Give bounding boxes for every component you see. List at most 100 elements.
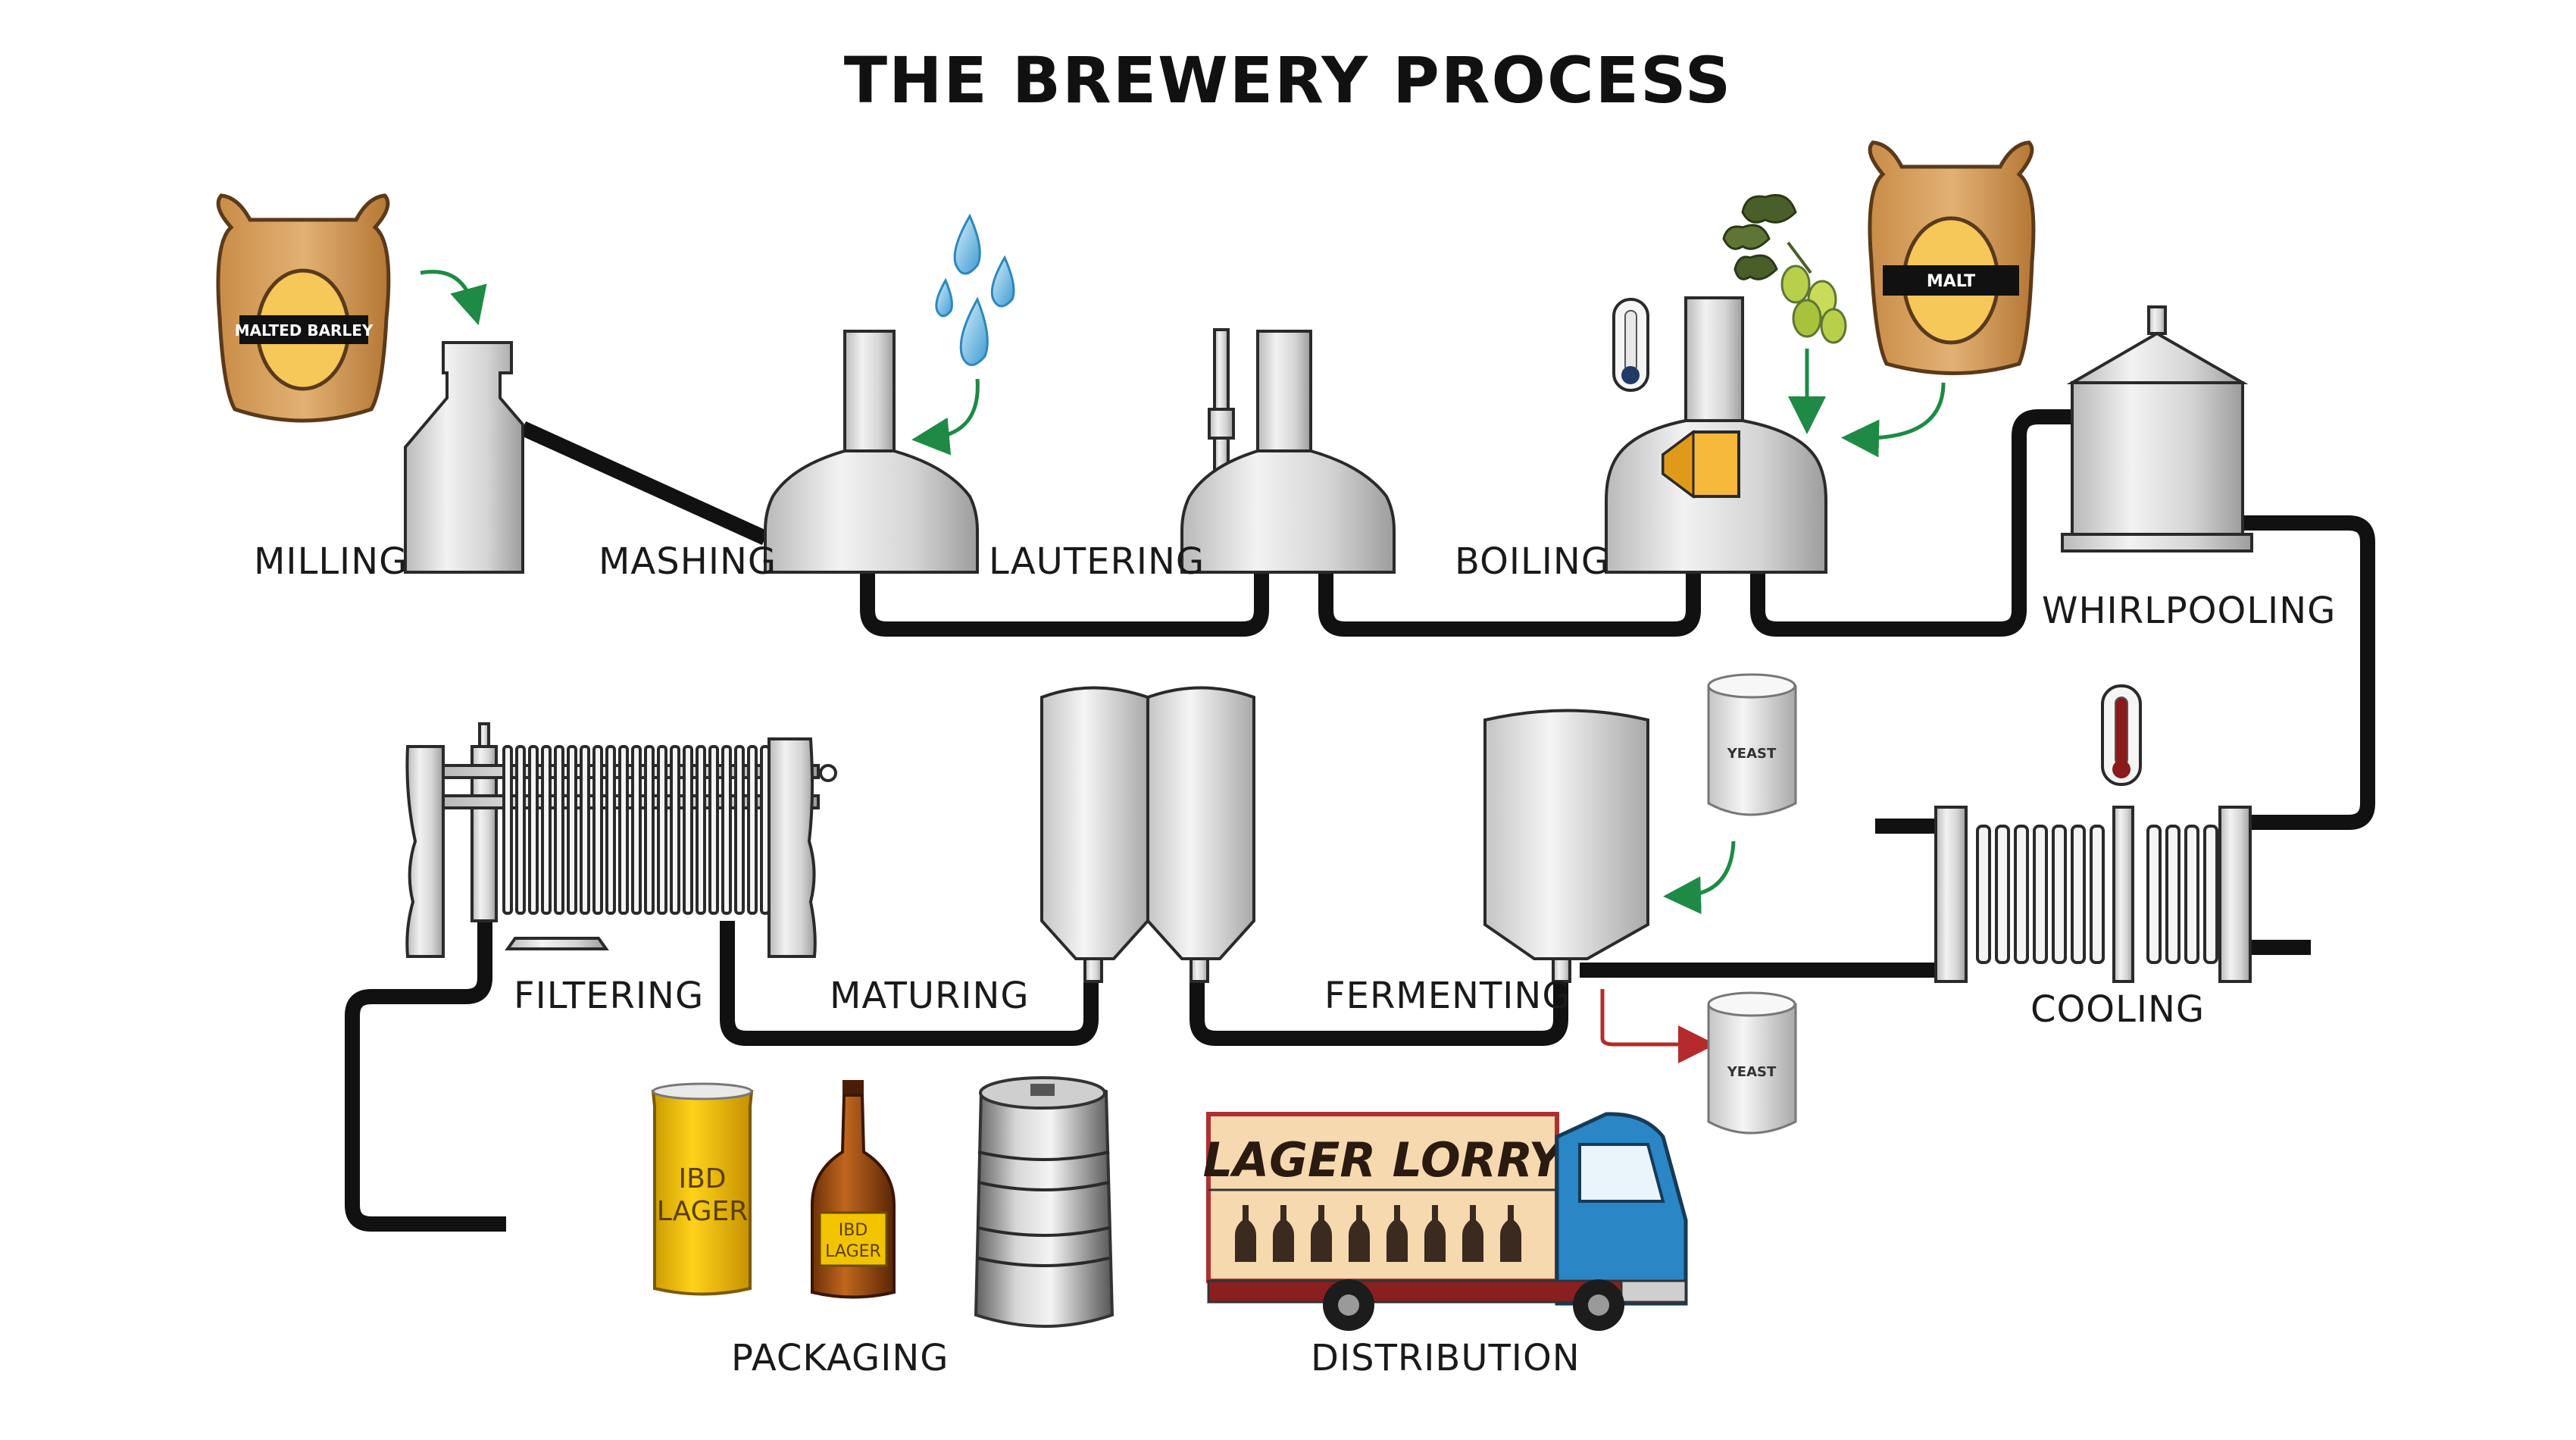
yeast-in-arrow xyxy=(1663,841,1736,915)
truck-bottle-icon xyxy=(1462,1205,1483,1262)
filter-plate xyxy=(657,745,667,915)
fermenting-station: FERMENTING YEAST YEAST xyxy=(1324,673,1797,1135)
cooling-station: COOLING xyxy=(1934,684,2252,1031)
filter-plate xyxy=(502,745,513,915)
truck-bottle-icon xyxy=(1386,1205,1408,1262)
truck-bottle-row xyxy=(1235,1205,1521,1262)
cooler-fin xyxy=(2203,825,2218,964)
filter-plate xyxy=(541,745,552,915)
diagram-title: THE BREWERY PROCESS xyxy=(844,43,1732,117)
label-maturing: MATURING xyxy=(830,975,1030,1017)
thermometer-icon xyxy=(1612,298,1649,392)
pipe-maturing-to-filtering xyxy=(720,921,1099,1046)
truck-bottle-icon xyxy=(1235,1205,1256,1262)
pipe-boiling-to-whirlpool xyxy=(1750,409,2080,637)
mash-tun-chimney xyxy=(843,330,896,452)
cooler-fin xyxy=(2090,825,2105,964)
label-mashing: MASHING xyxy=(599,540,777,583)
filter-plate xyxy=(528,745,539,915)
pipe-filtering-to-packaging xyxy=(345,921,506,1232)
truck-bottle-icon xyxy=(1500,1205,1521,1262)
maturing-tank-left-outlet xyxy=(1083,957,1103,983)
filter-plate xyxy=(708,745,719,915)
filter-plate xyxy=(592,745,603,915)
truck-bottle-icon xyxy=(1273,1205,1294,1262)
filter-pin xyxy=(478,722,490,748)
bottle-icon: IBD LAGER xyxy=(811,1080,896,1299)
filter-plate xyxy=(734,745,745,915)
mill-body xyxy=(404,341,524,574)
lauter-valve xyxy=(1208,408,1235,440)
filter-plates xyxy=(502,745,771,915)
can-label-line1: IBD xyxy=(678,1163,726,1194)
distribution-group: LAGER LORRY DISTRIBUTION xyxy=(1203,1112,1688,1379)
filter-frame-left xyxy=(405,745,445,958)
pipe-milling-to-mashing xyxy=(519,421,769,546)
pipe-mashing-to-lautering xyxy=(860,572,1269,637)
cooler-fin xyxy=(2184,825,2199,964)
whirlpool-base xyxy=(2061,533,2253,553)
label-cooling: COOLING xyxy=(2030,988,2205,1031)
truck-icon: LAGER LORRY xyxy=(1203,1112,1688,1331)
label-milling: MILLING xyxy=(254,540,408,583)
yeast-container-icon: YEAST xyxy=(1707,673,1797,816)
filter-plate xyxy=(567,745,577,915)
lauter-tun-chimney xyxy=(1256,330,1312,452)
yeast-in-label: YEAST xyxy=(1727,746,1777,762)
label-distribution: DISTRIBUTION xyxy=(1311,1337,1580,1379)
truck-bottle-icon xyxy=(1311,1205,1332,1262)
packaging-group: IBD LAGER IBD LAGER PACKAGING xyxy=(651,1076,1114,1379)
filter-plate xyxy=(721,745,732,915)
filter-plate xyxy=(554,745,564,915)
cooler-fin xyxy=(2014,825,2029,964)
cooler-fin xyxy=(1976,825,1991,964)
keg-icon xyxy=(974,1076,1114,1328)
sack-icon: MALTED BARLEY xyxy=(216,193,391,423)
water-drops-icon xyxy=(935,213,1015,366)
maturing-tank-left xyxy=(1040,686,1149,960)
label-fermenting: FERMENTING xyxy=(1324,975,1571,1017)
filter-plate xyxy=(696,745,706,915)
truck-bottle-icon xyxy=(1349,1205,1370,1262)
filter-frame-right xyxy=(767,737,817,958)
label-filtering: FILTERING xyxy=(514,975,704,1017)
mashing-station: MASHING xyxy=(599,213,1015,583)
lauter-tun-body xyxy=(1180,449,1396,574)
malt-in-arrow xyxy=(1841,382,1946,458)
filter-plate xyxy=(670,745,680,915)
cooler-fin xyxy=(2146,825,2162,964)
cooler-fin xyxy=(2052,825,2067,964)
whirlpool-vent xyxy=(2147,305,2167,335)
can-label-line2: LAGER xyxy=(657,1196,749,1227)
can-icon: IBD LAGER xyxy=(651,1082,754,1296)
label-whirlpooling: WHIRLPOOLING xyxy=(2042,590,2336,632)
boil-kettle-chimney xyxy=(1684,296,1744,422)
sack-label: MALTED BARLEY xyxy=(235,321,374,340)
cooler-end-plate-right xyxy=(2218,806,2252,983)
label-lautering: LAUTERING xyxy=(989,540,1205,583)
pipe-network xyxy=(345,409,2375,1232)
filter-plate xyxy=(605,745,616,915)
lautering-station: LAUTERING xyxy=(989,328,1396,583)
cooler-fin xyxy=(2071,825,2086,964)
filter-plate xyxy=(644,745,655,915)
cooler-end-plate-left xyxy=(1934,806,1968,983)
filter-plate xyxy=(747,745,758,915)
filter-plate xyxy=(683,745,693,915)
label-packaging: PACKAGING xyxy=(731,1337,949,1379)
pipe-whirlpool-to-cooling xyxy=(2243,515,2375,830)
barley-in-arrow xyxy=(420,270,487,326)
fermenter-tank xyxy=(1483,709,1649,960)
fermenter-outlet xyxy=(1552,957,1571,983)
cooler-fins xyxy=(1976,825,2218,964)
filter-tray xyxy=(505,937,609,950)
water-in-arrow xyxy=(911,378,980,455)
mash-tun-body xyxy=(764,449,979,574)
truck-bottle-icon xyxy=(1424,1205,1446,1262)
cooler-fin xyxy=(2165,825,2181,964)
milling-station: MALTED BARLEY MILLING xyxy=(216,193,524,583)
maturing-tank-right-outlet xyxy=(1190,957,1209,983)
filter-plate xyxy=(631,745,642,915)
cooler-fin xyxy=(1995,825,2010,964)
